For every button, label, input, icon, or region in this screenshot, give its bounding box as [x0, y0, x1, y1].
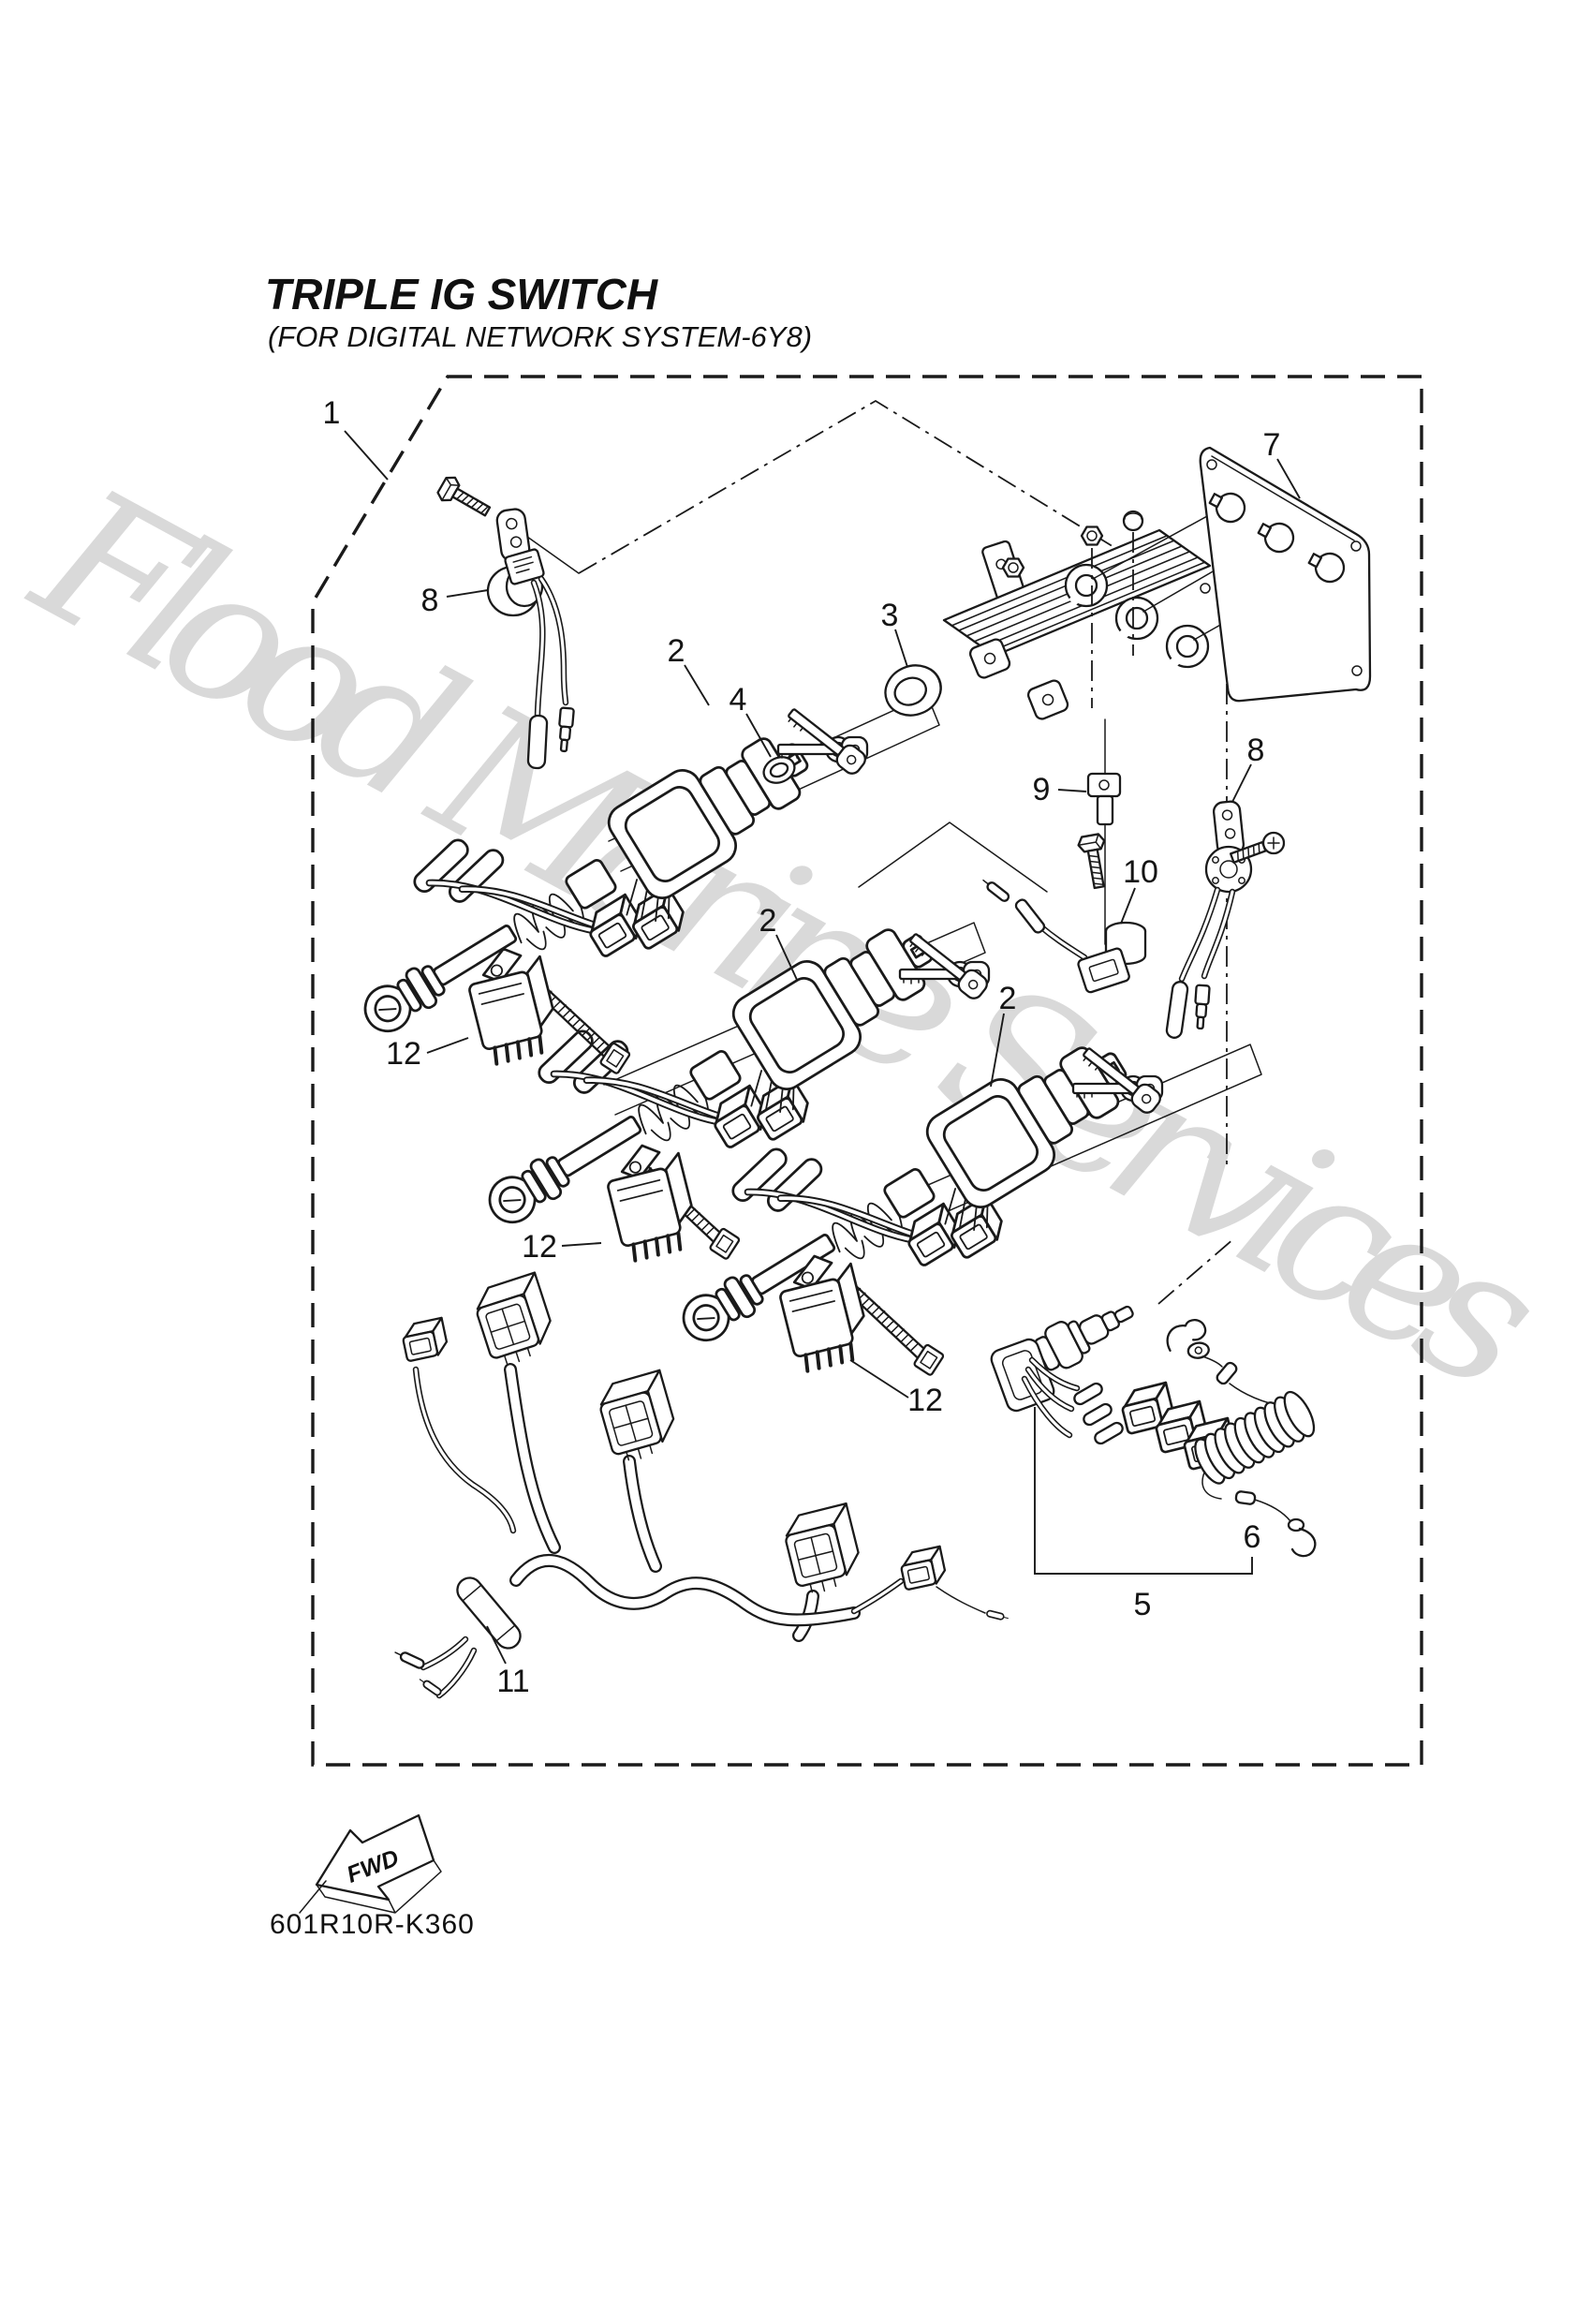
callout-2-first: 2: [668, 633, 685, 669]
relay-and-tie-2: [598, 1135, 748, 1265]
ignition-switch-assembly-1: [311, 657, 942, 1093]
callout-6: 6: [1244, 1519, 1261, 1555]
switch-mounting-bracket: [942, 510, 1318, 720]
page-subtitle: (FOR DIGITAL NETWORK SYSTEM-6Y8): [268, 320, 812, 353]
switch-bracket-clip: [1076, 718, 1122, 945]
callout-12-third: 12: [907, 1383, 943, 1418]
callout-12-second: 12: [522, 1229, 557, 1265]
fwd-direction-icon: FWD: [299, 1813, 442, 1914]
callout-5: 5: [1134, 1587, 1152, 1622]
switch-cap: [884, 664, 942, 717]
callout-11: 11: [496, 1664, 529, 1699]
warning-buzzer: [980, 875, 1147, 994]
page-title: TRIPLE IG SWITCH: [265, 270, 658, 318]
wire-clamp-left: [434, 472, 575, 770]
switch-panel: [1199, 446, 1372, 703]
callout-3: 3: [881, 598, 899, 633]
callout-2-second: 2: [759, 903, 777, 939]
switch-trim-ring: [762, 756, 796, 784]
callout-1: 1: [323, 395, 341, 431]
part-code: 601R10R-K360: [270, 1909, 475, 1940]
callouts: 1 8 2 4 3 7 9 10 8 2 12 2 12 12 11 5 6: [323, 395, 1301, 1699]
lanyard-coil: [1194, 1390, 1316, 1485]
lanyard-cord: [1166, 1318, 1317, 1558]
callout-9: 9: [1033, 772, 1051, 807]
callout-12-first: 12: [386, 1036, 421, 1072]
wire-clamp-right: [1165, 800, 1286, 1039]
callout-10: 10: [1123, 854, 1158, 890]
engine-stop-switch: [990, 1305, 1239, 1472]
callout-7: 7: [1263, 427, 1281, 463]
callout-8-left: 8: [421, 583, 439, 618]
callout-4: 4: [730, 682, 747, 718]
callout-8-right: 8: [1247, 733, 1265, 768]
wiring-harness: [392, 1271, 1010, 1699]
callout-2-third: 2: [999, 981, 1017, 1016]
lanyard-hook: [1287, 1517, 1317, 1558]
kit-boundary-outline: [311, 375, 1423, 1767]
